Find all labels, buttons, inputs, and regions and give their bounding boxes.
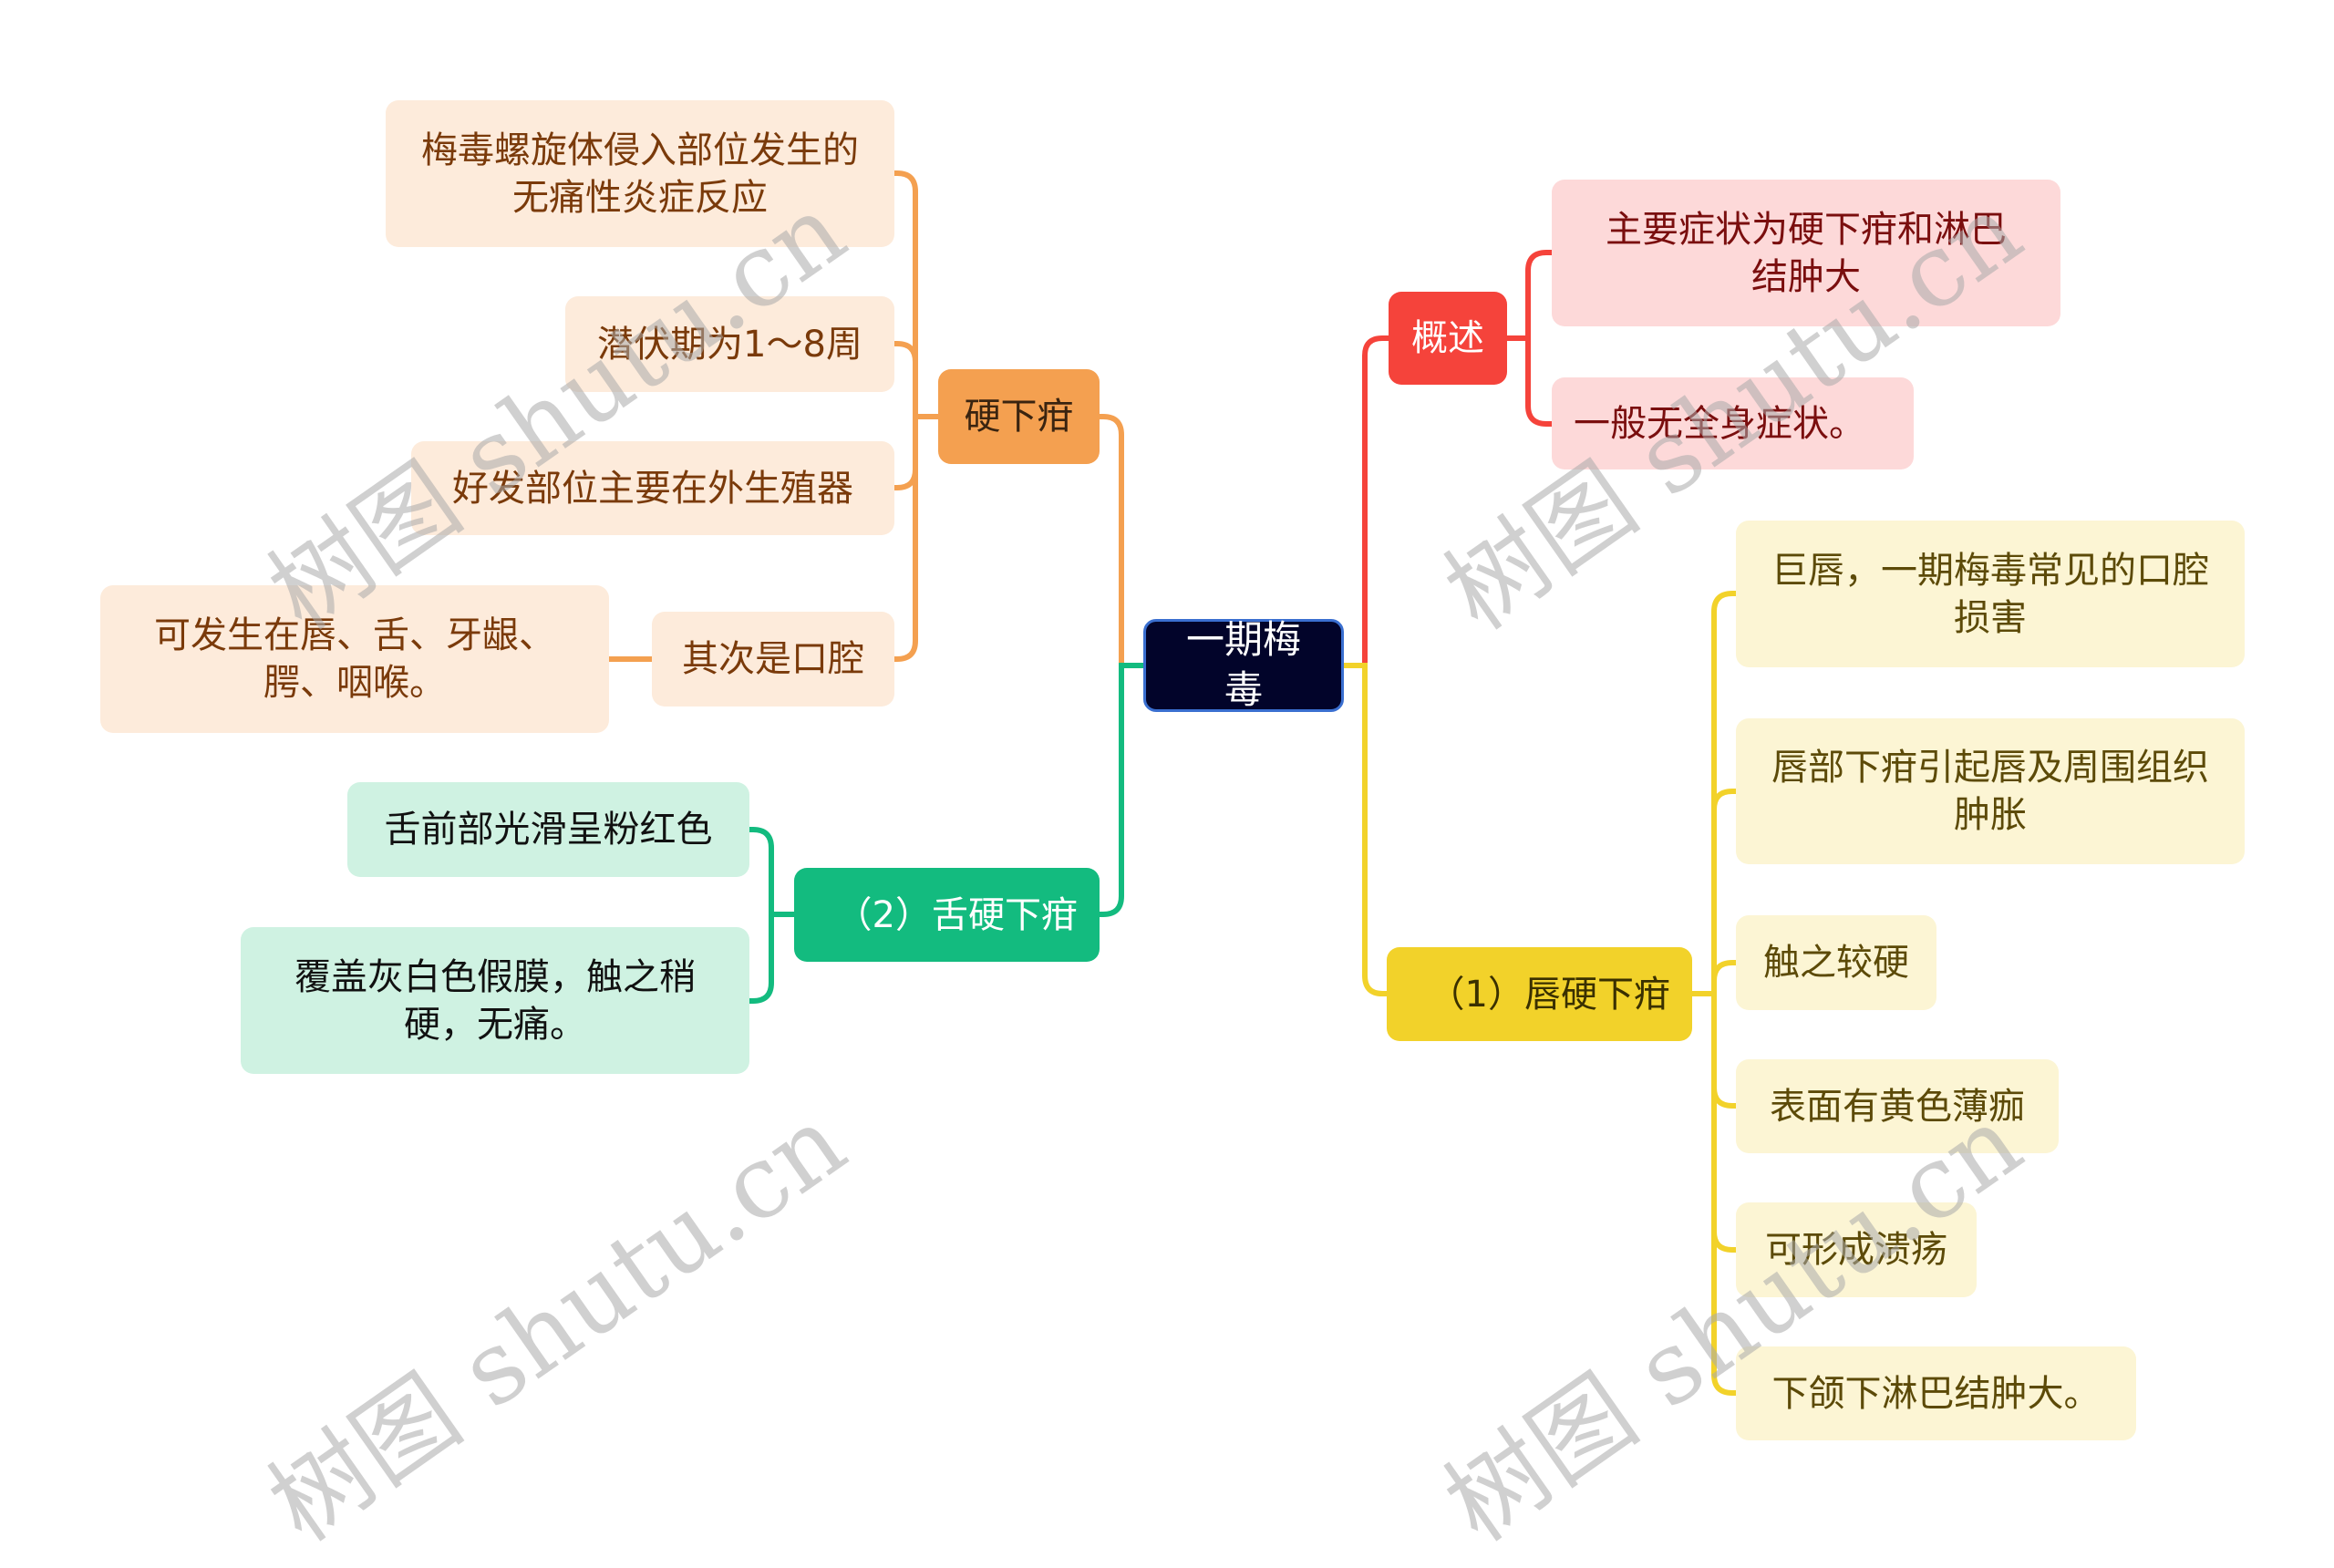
lip-leaf-yellow-crust[interactable]: 表面有黄色薄痂 (1736, 1059, 2059, 1153)
chancre-leaf-oral[interactable]: 其次是口腔 (652, 612, 894, 707)
tongue-leaf-pseudomembrane[interactable]: 覆盖灰白色假膜，触之稍硬，无痛。 (241, 927, 749, 1074)
lip-leaf-giant-lip[interactable]: 巨唇，一期梅毒常见的口腔损害 (1736, 521, 2245, 667)
tongue-leaf-smooth-pink[interactable]: 舌前部光滑呈粉红色 (347, 782, 749, 877)
oral-leaf-sites[interactable]: 可发生在唇、舌、牙龈、腭、咽喉。 (100, 585, 609, 733)
connector-lines (606, 170, 1739, 1396)
chancre-leaf-incubation[interactable]: 潜伏期为1～8周 (565, 296, 894, 392)
chancre-leaf-genitals[interactable]: 好发部位主要在外生殖器 (411, 441, 894, 535)
overview-leaf-no-systemic[interactable]: 一般无全身症状。 (1552, 377, 1914, 469)
lip-leaf-hard[interactable]: 触之较硬 (1736, 915, 1936, 1010)
lip-leaf-swelling[interactable]: 唇部下疳引起唇及周围组织肿胀 (1736, 718, 2245, 864)
root-label: 一期梅毒 (1185, 617, 1301, 712)
lip-leaf-lymph-node[interactable]: 下颌下淋巴结肿大。 (1736, 1346, 2136, 1440)
branch-chancre-label: 硬下疳 (964, 396, 1074, 438)
lip-leaf-ulcer[interactable]: 可形成溃疡 (1736, 1202, 1977, 1297)
branch-lip-chancre[interactable]: （1）唇硬下疳 (1387, 947, 1692, 1041)
chancre-leaf-painless-inflammation[interactable]: 梅毒螺旋体侵入部位发生的无痛性炎症反应 (386, 100, 894, 247)
branch-tongue-chancre-label: （2）舌硬下疳 (835, 893, 1078, 936)
overview-leaf-main-symptoms[interactable]: 主要症状为硬下疳和淋巴结肿大 (1552, 180, 2060, 326)
branch-chancre[interactable]: 硬下疳 (938, 369, 1100, 464)
mindmap-canvas: 一期梅毒 概述 主要症状为硬下疳和淋巴结肿大 一般无全身症状。 （1）唇硬下疳 … (100, 100, 2245, 1563)
branch-overview-label: 概述 (1411, 317, 1484, 359)
branch-overview[interactable]: 概述 (1389, 292, 1507, 385)
branch-tongue-chancre[interactable]: （2）舌硬下疳 (794, 868, 1100, 962)
branch-lip-chancre-label: （1）唇硬下疳 (1428, 973, 1670, 1016)
root-node[interactable]: 一期梅毒 (1143, 617, 1344, 712)
